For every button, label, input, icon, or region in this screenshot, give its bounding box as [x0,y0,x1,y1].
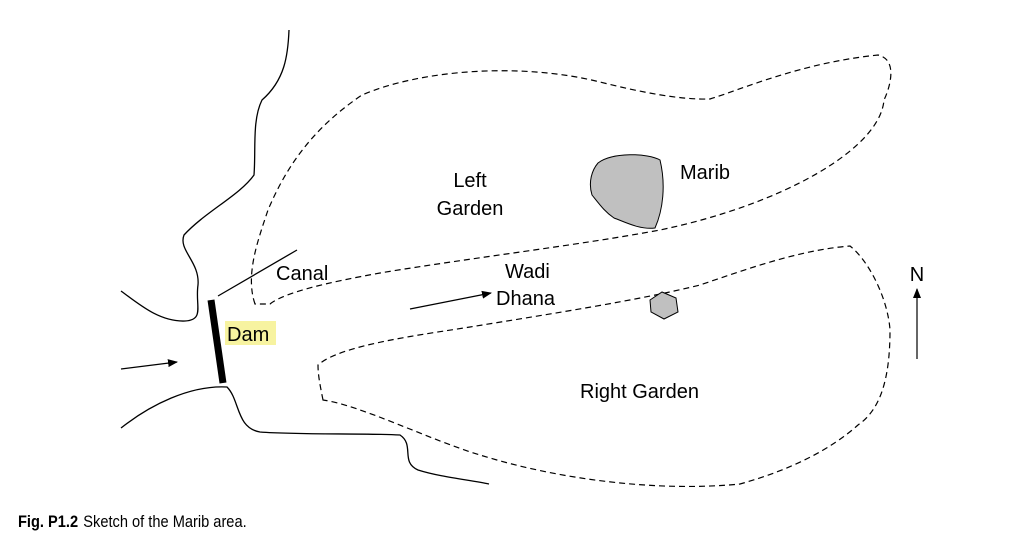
right-garden-label: Right Garden [580,381,699,403]
marib-city-shape [589,154,664,229]
wadi-label-line2: Dhana [496,288,556,310]
figure-caption-text: Sketch of the Marib area. [83,512,247,531]
small-settlement-shape [649,291,679,320]
figure-number: Fig. P1.2 [18,512,79,531]
right-garden-boundary [317,245,891,488]
wadi-label-line1: Wadi [505,261,550,283]
left-garden-label-line1: Left [453,170,487,192]
left-garden-boundary [250,54,892,305]
dam-label-highlight [225,321,276,345]
inflow-arrow [120,359,178,370]
left-garden-label-line2: Garden [437,198,504,220]
marib-label: Marib [680,162,730,184]
dam-bar [207,299,227,384]
upper-terrain-line [120,29,290,322]
canal-line [217,249,298,297]
north-label: N [910,264,924,286]
canal-label: Canal [276,263,328,285]
wadi-flow-arrow [409,290,492,310]
dam-label: Dam [227,324,269,346]
lower-terrain-line [120,386,490,485]
